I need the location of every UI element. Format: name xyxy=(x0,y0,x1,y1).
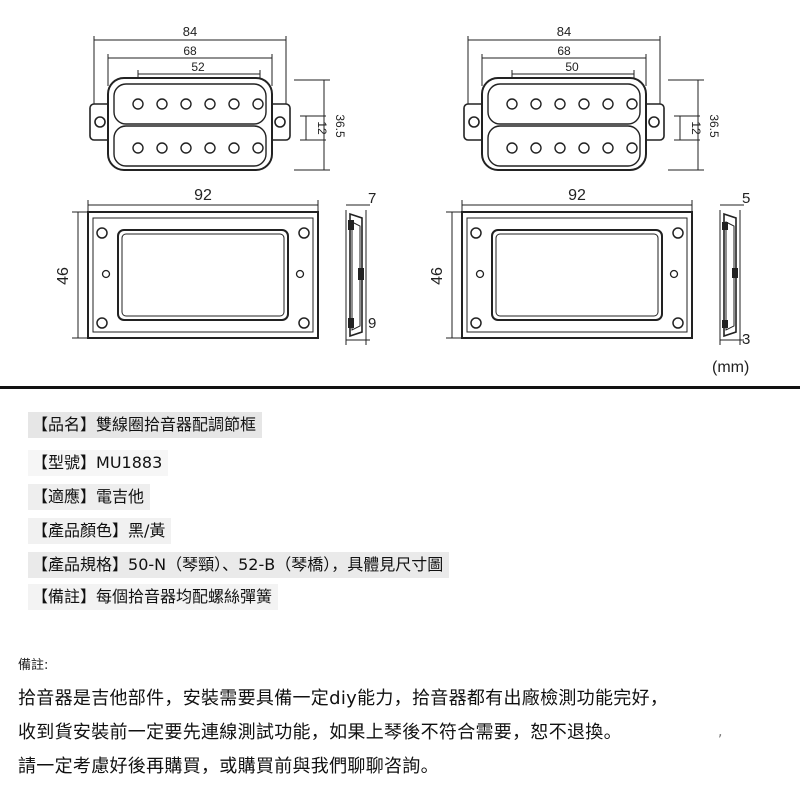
spec-row-note: 【備註】每個拾音器均配螺絲彈簧 xyxy=(28,584,279,610)
spec-value: 黑/黃 xyxy=(128,521,166,540)
left-frame-height: 46 xyxy=(55,267,72,285)
spec-row-color: 【產品顏色】黑/黃 xyxy=(28,518,172,544)
section-divider xyxy=(0,386,800,389)
spec-key: 【品名】 xyxy=(32,415,97,434)
left-side-profile: 7 9 xyxy=(345,190,376,345)
note-line: 請一定考慮好後再購買，或購買前與我們聊聊咨詢。 xyxy=(18,756,439,777)
spec-value: MU1883 xyxy=(96,453,163,472)
dimension-drawing: 84 68 52 12 36.5 84 68 50 12 36.5 xyxy=(55,24,750,376)
left-pickup-drawing: 84 68 52 12 36.5 xyxy=(89,24,347,171)
left-frame-width: 92 xyxy=(194,187,212,204)
note-line: 收到貨安裝前一定要先連線測試功能，如果上琴後不符合需要，恕不退換。 xyxy=(18,722,622,743)
right-pickup-drawing: 84 68 50 12 36.5 xyxy=(463,24,721,171)
right-side-top: 5 xyxy=(742,190,750,207)
spec-key: 【備註】 xyxy=(32,587,97,606)
right-dim-spacing: 68 xyxy=(557,44,571,58)
right-frame-drawing: 92 46 xyxy=(429,187,693,339)
spec-value: 電吉他 xyxy=(96,487,145,506)
spec-value: 每個拾音器均配螺絲彈簧 xyxy=(96,587,273,606)
right-dim-coil: 12 xyxy=(689,121,703,135)
left-side-bottom: 9 xyxy=(368,315,376,332)
spec-value: 50-N（琴頸）、52-B（琴橋），具體見尺寸圖 xyxy=(128,555,444,574)
notes-title: 備註: xyxy=(18,658,49,673)
spec-row-fit: 【適應】電吉他 xyxy=(28,484,151,510)
note-line: 拾音器是吉他部件，安裝需要具備一定diy能力，拾音器都有出廠檢測功能完好， xyxy=(18,688,669,709)
spec-row-model: 【型號】MU1883 xyxy=(28,450,169,476)
left-side-top: 7 xyxy=(368,190,376,207)
spec-key: 【產品規格】 xyxy=(32,555,129,574)
spec-row-size: 【產品規格】50-N（琴頸）、52-B（琴橋），具體見尺寸圖 xyxy=(28,552,450,578)
left-frame-drawing: 92 46 xyxy=(55,187,319,339)
right-dim-overall: 84 xyxy=(557,24,571,39)
left-dim-spacing: 68 xyxy=(183,44,197,58)
spec-key: 【型號】 xyxy=(32,453,97,472)
spec-row-name: 【品名】雙線圈拾音器配調節框 xyxy=(28,412,263,438)
unit-label: (mm) xyxy=(712,359,749,376)
left-dim-pole-span: 52 xyxy=(191,60,205,74)
spec-key: 【產品顏色】 xyxy=(32,521,129,540)
right-dim-height: 36.5 xyxy=(707,114,721,138)
right-side-profile: 5 3 xyxy=(719,190,750,348)
left-dim-coil: 12 xyxy=(315,121,329,135)
spec-value: 雙線圈拾音器配調節框 xyxy=(96,415,257,434)
right-dim-pole-span: 50 xyxy=(565,60,579,74)
spec-key: 【適應】 xyxy=(32,487,97,506)
right-frame-height: 46 xyxy=(429,267,446,285)
right-frame-width: 92 xyxy=(568,187,586,204)
left-dim-overall: 84 xyxy=(183,24,197,39)
left-dim-height: 36.5 xyxy=(333,114,347,138)
stray-mark: , xyxy=(718,724,723,740)
right-side-bottom: 3 xyxy=(742,331,750,348)
